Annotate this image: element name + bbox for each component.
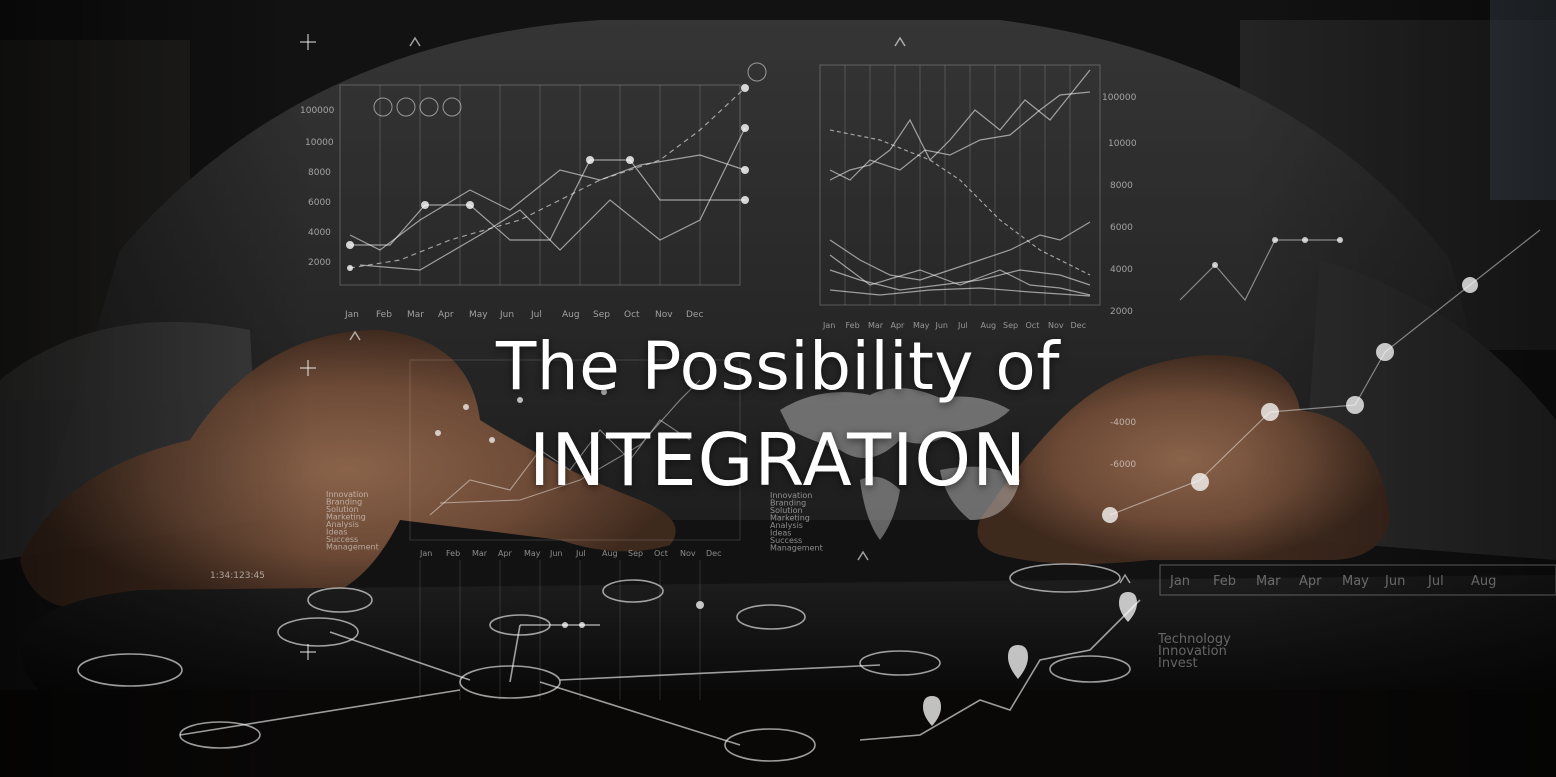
month-label: May: [469, 310, 488, 320]
month-label: Jun: [1384, 574, 1405, 589]
keyword-label: Ideas: [770, 529, 791, 538]
keyword-label: Innovation: [326, 490, 368, 499]
keyword-label: Marketing: [770, 514, 810, 523]
month-label: Apr: [1299, 574, 1322, 589]
keyword-label: Solution: [326, 505, 359, 514]
svg-text:2000: 2000: [308, 258, 331, 268]
keyword-label: Analysis: [770, 521, 803, 530]
month-label: Sep: [1003, 321, 1018, 330]
keyword-label: Ideas: [326, 528, 347, 537]
month-label: Jun: [935, 321, 949, 330]
svg-text:4000: 4000: [308, 228, 331, 238]
month-label: Sep: [593, 310, 610, 320]
month-label: Jan: [1169, 574, 1190, 589]
keyword-label: Innovation: [770, 491, 812, 500]
keyword-label: Management: [326, 543, 379, 552]
month-label: Aug: [602, 549, 618, 558]
keyword-label: Solution: [770, 506, 803, 515]
tech-label: Technology: [1157, 632, 1231, 647]
lower-chart-months: Jan Feb Mar Apr May Jun Jul Aug Sep Oct Nov Dec: [419, 549, 721, 558]
svg-text:10000: 10000: [1108, 139, 1137, 149]
month-label: Apr: [438, 310, 454, 320]
month-label: Dec: [706, 549, 721, 558]
month-label: Mar: [868, 321, 884, 330]
keyword-label: Branding: [770, 499, 806, 508]
month-label: Feb: [1213, 574, 1236, 589]
svg-text:6000: 6000: [1110, 223, 1133, 233]
svg-text:8000: 8000: [308, 168, 331, 178]
right-chart-months: Jan Feb Mar Apr May Jun Jul Aug: [1169, 574, 1496, 589]
headline-line-1: The Possibility of: [495, 328, 1061, 405]
timecode: 1:34:123:45: [210, 571, 265, 581]
svg-text:-6000: -6000: [1110, 460, 1136, 470]
keyword-list-left: InnovationBrandingSolutionMarketingAnaly…: [326, 490, 379, 552]
month-label: Jul: [957, 321, 968, 330]
svg-text:4000: 4000: [1110, 265, 1133, 275]
month-label: Jun: [499, 310, 514, 320]
month-label: Mar: [472, 549, 488, 558]
month-label: Oct: [1026, 321, 1040, 330]
left-chart-months: Jan Feb Mar Apr May Jun Jul Aug Sep Oct Nov Dec: [344, 310, 703, 320]
month-label: Dec: [686, 310, 703, 320]
svg-text:-4000: -4000: [1110, 418, 1136, 428]
month-label: Sep: [628, 549, 643, 558]
month-label: Mar: [407, 310, 424, 320]
month-label: Jan: [822, 321, 835, 330]
keyword-list-center: InnovationBrandingSolutionMarketingAnaly…: [770, 491, 823, 553]
month-label: Nov: [1048, 321, 1064, 330]
keyword-label: Management: [770, 544, 823, 553]
keyword-label: Success: [326, 535, 358, 544]
month-label: Feb: [846, 321, 860, 330]
month-label: Apr: [891, 321, 906, 330]
month-label: May: [913, 321, 930, 330]
month-label: Feb: [446, 549, 460, 558]
month-label: Dec: [1071, 321, 1086, 330]
month-label: Jul: [1427, 574, 1444, 589]
tech-label: Invest: [1158, 656, 1198, 671]
svg-text:100000: 100000: [300, 106, 335, 116]
month-label: Jan: [419, 549, 432, 558]
month-label: Oct: [624, 310, 640, 320]
keyword-label: Marketing: [326, 513, 366, 522]
month-label: Nov: [655, 310, 673, 320]
month-label: May: [1342, 574, 1369, 589]
svg-text:6000: 6000: [308, 198, 331, 208]
month-label: Oct: [654, 549, 668, 558]
month-label: Aug: [562, 310, 580, 320]
keyword-label: Success: [770, 536, 802, 545]
month-label: Jul: [530, 310, 542, 320]
svg-text:10000: 10000: [305, 138, 334, 148]
svg-text:2000: 2000: [1110, 307, 1133, 317]
svg-text:8000: 8000: [1110, 181, 1133, 191]
month-label: Mar: [1256, 574, 1281, 589]
month-label: Apr: [498, 549, 513, 558]
headline-line-2: INTEGRATION: [529, 418, 1027, 502]
month-label: Feb: [376, 310, 392, 320]
month-label: Jul: [575, 549, 586, 558]
keyword-label: Analysis: [326, 520, 359, 529]
tech-label: Innovation: [1158, 644, 1227, 659]
month-label: May: [524, 549, 541, 558]
keyword-label: Branding: [326, 498, 362, 507]
svg-text:100000: 100000: [1102, 93, 1137, 103]
center-chart-months: Jan Feb Mar Apr May Jun Jul Aug Sep Oct Nov Dec: [822, 321, 1086, 330]
month-label: Aug: [981, 321, 997, 330]
month-label: Nov: [680, 549, 696, 558]
month-label: Aug: [1471, 574, 1496, 589]
month-label: Jan: [344, 310, 359, 320]
month-label: Jun: [549, 549, 563, 558]
